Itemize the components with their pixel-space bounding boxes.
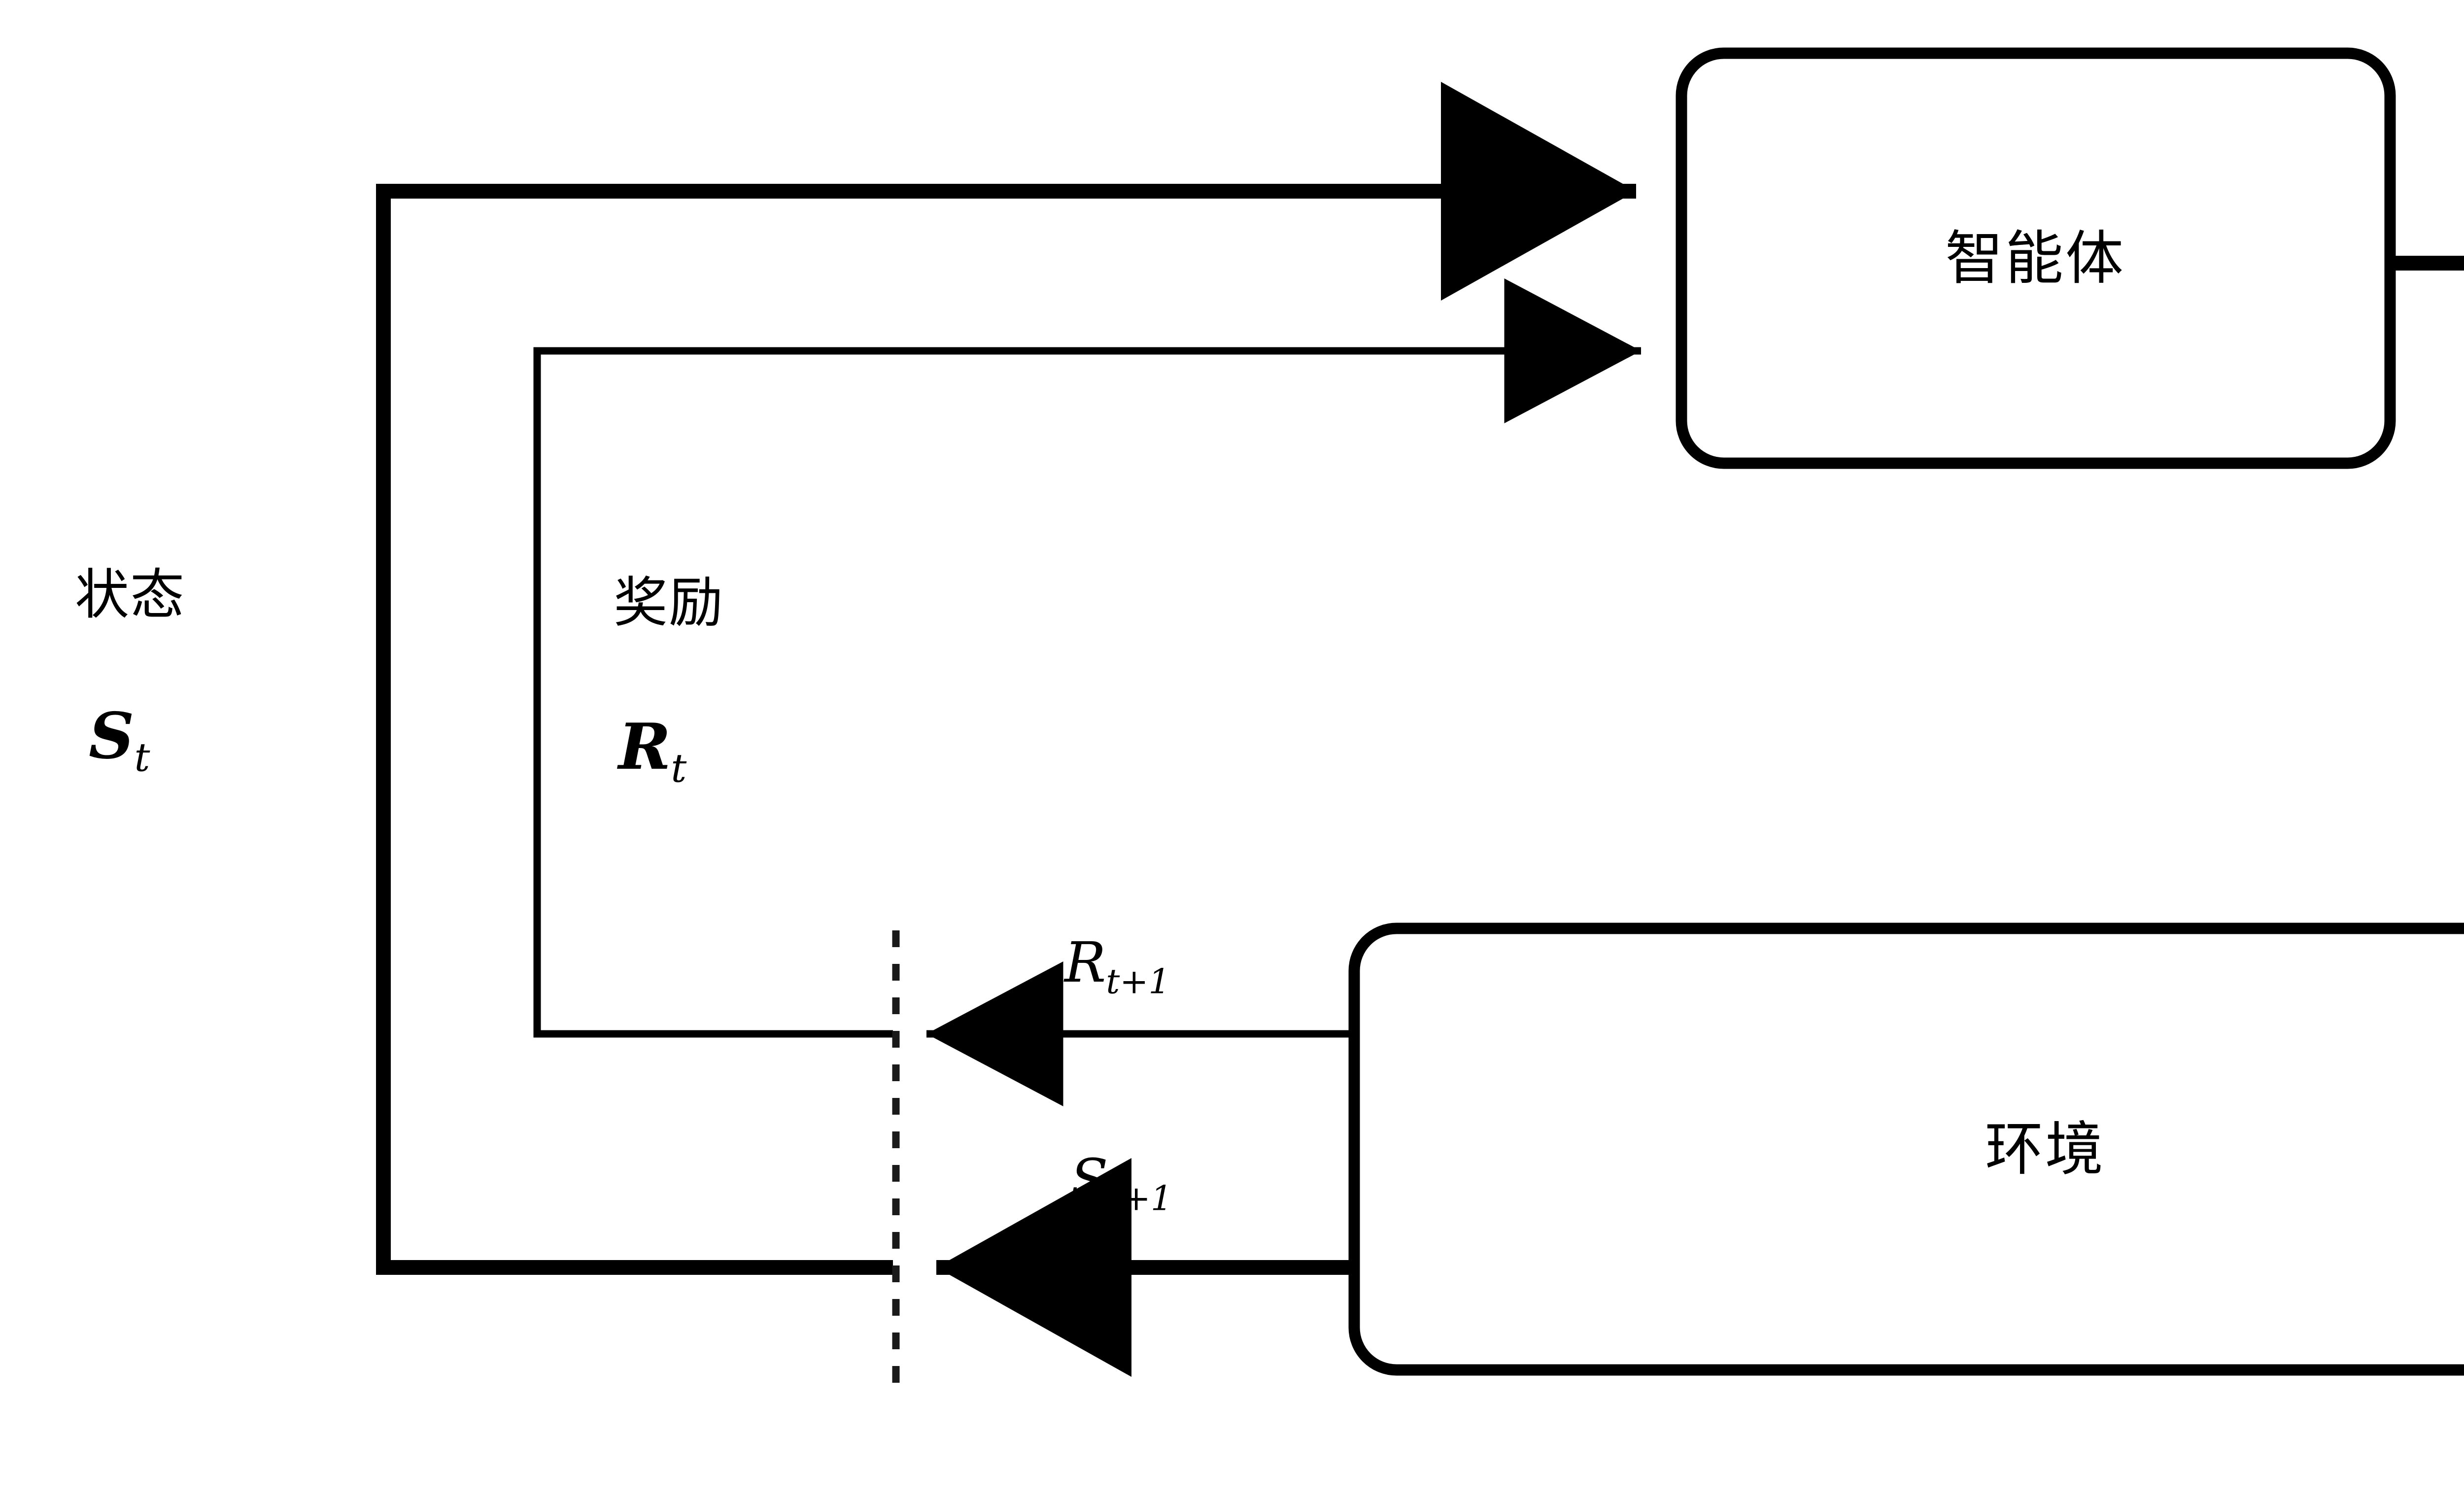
environment-node[interactable] [1348,922,2464,1376]
next-state-symbol-subscript: t+1 [1108,1179,1172,1219]
state-symbol-base: S [89,699,135,773]
next-state-symbol-base: S [1070,1148,1108,1212]
reward-symbol: Rt [618,716,686,788]
next-reward-symbol-subscript: t+1 [1106,962,1170,1002]
reward-flow-path [533,278,1641,1038]
state-flow-path [376,82,1637,1275]
environment-box[interactable] [1348,922,2464,1376]
next-reward-symbol-base: R [1064,931,1106,995]
next-reward-symbol: Rt+1 [1064,935,1170,999]
state-symbol-subscript: t [134,734,150,781]
reward-symbol-base: R [618,710,671,784]
reward-symbol-subscript: t [671,745,687,791]
agent-label: 智能体 [1945,224,2125,292]
environment-label: 环境 [1985,1115,2105,1183]
state-edge-label: 状态 [75,563,185,626]
next-state-symbol: St+1 [1070,1152,1172,1216]
reward-edge-label: 奖励 [614,571,724,634]
state-symbol: St [89,705,150,777]
